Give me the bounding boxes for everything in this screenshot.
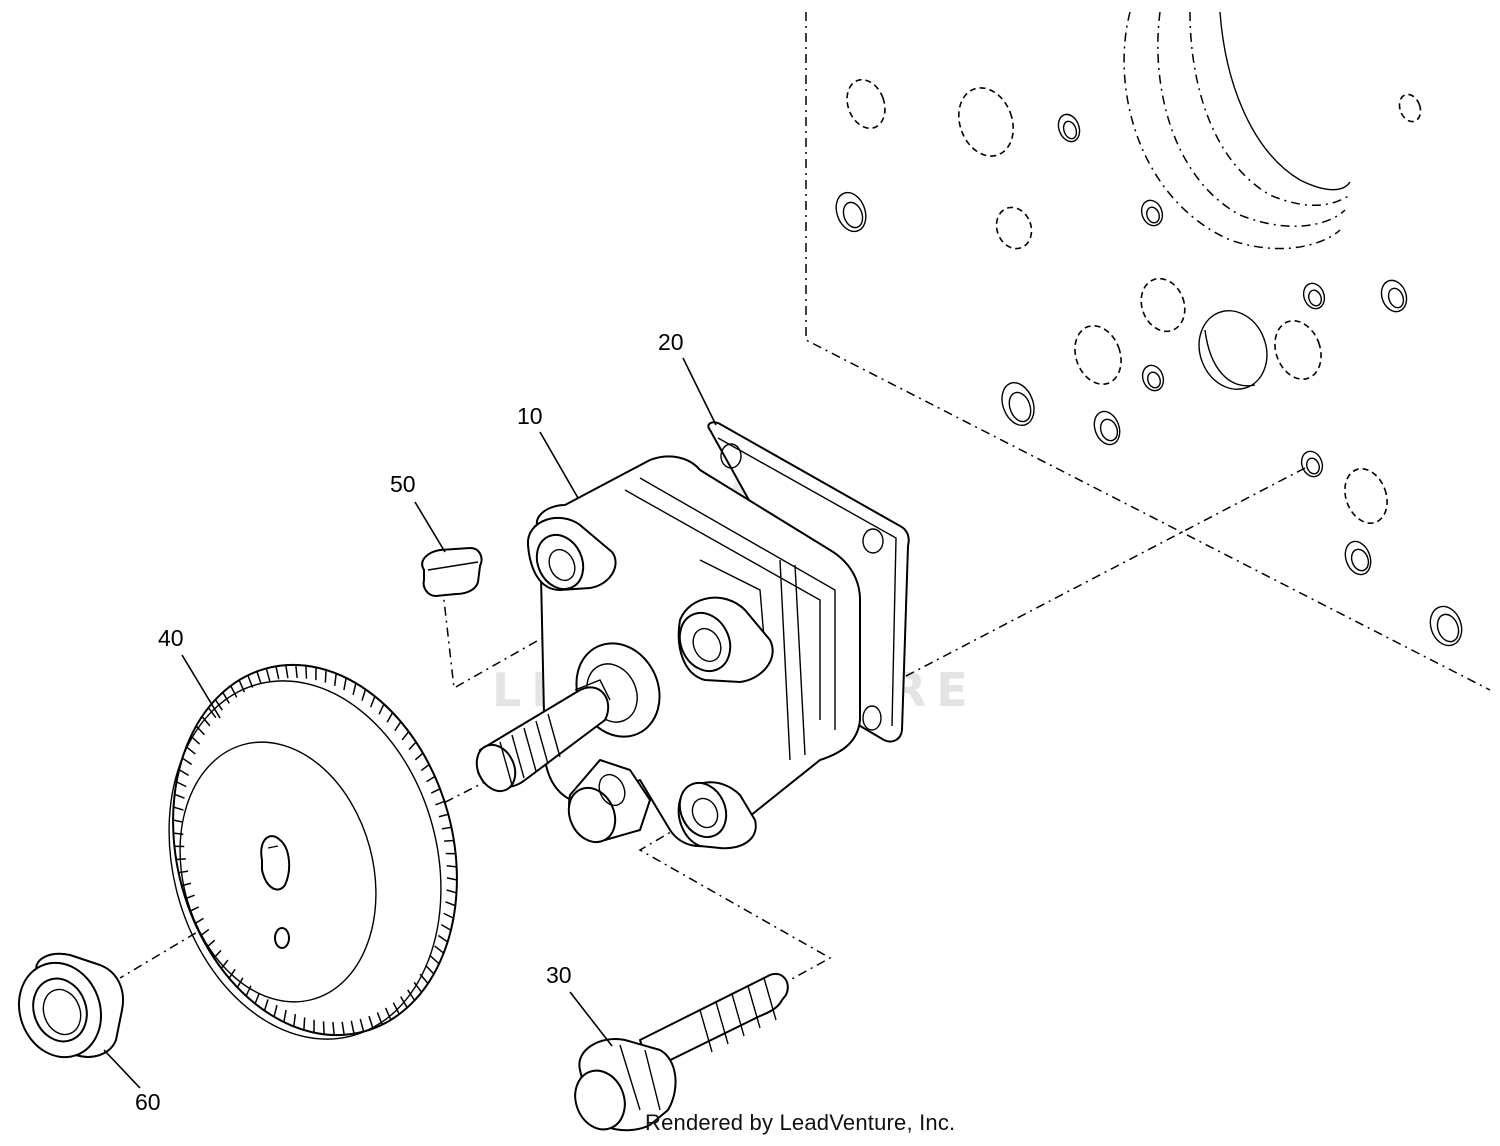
gear-tooth [394, 720, 410, 741]
gear-tooth [190, 724, 206, 745]
gear-tooth [324, 668, 337, 686]
engine-block-outline [805, 11, 1491, 691]
gear-tooth [424, 955, 440, 976]
gear-tooth [434, 934, 449, 955]
gear-tooth [445, 889, 458, 907]
gear-tooth [361, 688, 376, 708]
callout-30: 30 [546, 962, 572, 988]
gear-tooth [440, 912, 455, 932]
gear-tooth [284, 664, 298, 679]
gear-tooth [438, 813, 453, 830]
gear-tooth [265, 665, 280, 682]
gear-tooth [206, 939, 222, 960]
gear-tooth [400, 989, 416, 1009]
gear-tooth [172, 793, 185, 811]
gear-tooth [332, 1021, 346, 1036]
gear-tooth [175, 768, 190, 788]
gear-tooth [384, 1002, 401, 1021]
gear-tooth [201, 706, 217, 727]
part-50-key [421, 547, 483, 597]
callout-60: 60 [135, 1089, 161, 1115]
gear-tooth [305, 664, 317, 681]
gear-tooth [350, 1018, 365, 1035]
gear-tooth [172, 819, 184, 836]
callout-10: 10 [517, 403, 543, 429]
gear-teeth [172, 664, 458, 1036]
part-60-nut [17, 952, 124, 1059]
part-30-bolt [574, 972, 789, 1132]
gear-tooth [413, 973, 429, 994]
callout-50: 50 [390, 471, 416, 497]
part-10-oil-pump [475, 455, 861, 850]
gear-tooth [368, 1012, 384, 1030]
gear-tooth [254, 992, 269, 1012]
gear-tooth [313, 1019, 325, 1036]
gear-tooth [444, 839, 457, 855]
part-40-gear [168, 663, 458, 1040]
gear-tooth [246, 670, 262, 688]
gear-tooth [273, 1004, 287, 1024]
gear-tooth [446, 864, 458, 881]
gear-tooth [420, 763, 436, 783]
gear-tooth [343, 676, 357, 696]
callouts: 20 10 50 40 30 60 [103, 329, 717, 1115]
gear-tooth [220, 959, 236, 980]
callout-20: 20 [658, 329, 684, 355]
gear-tooth [378, 702, 394, 723]
gear-tooth [229, 679, 246, 698]
gear-tooth [181, 745, 196, 766]
gear-tooth [214, 691, 230, 711]
gear-tooth [184, 894, 200, 913]
callout-40: 40 [158, 625, 184, 651]
gear-tooth [430, 787, 446, 806]
gear-tooth [293, 1014, 306, 1032]
gear-tooth [177, 870, 192, 887]
gear-tooth [408, 740, 424, 761]
render-credit: Rendered by LeadVenture, Inc. [645, 1110, 956, 1135]
